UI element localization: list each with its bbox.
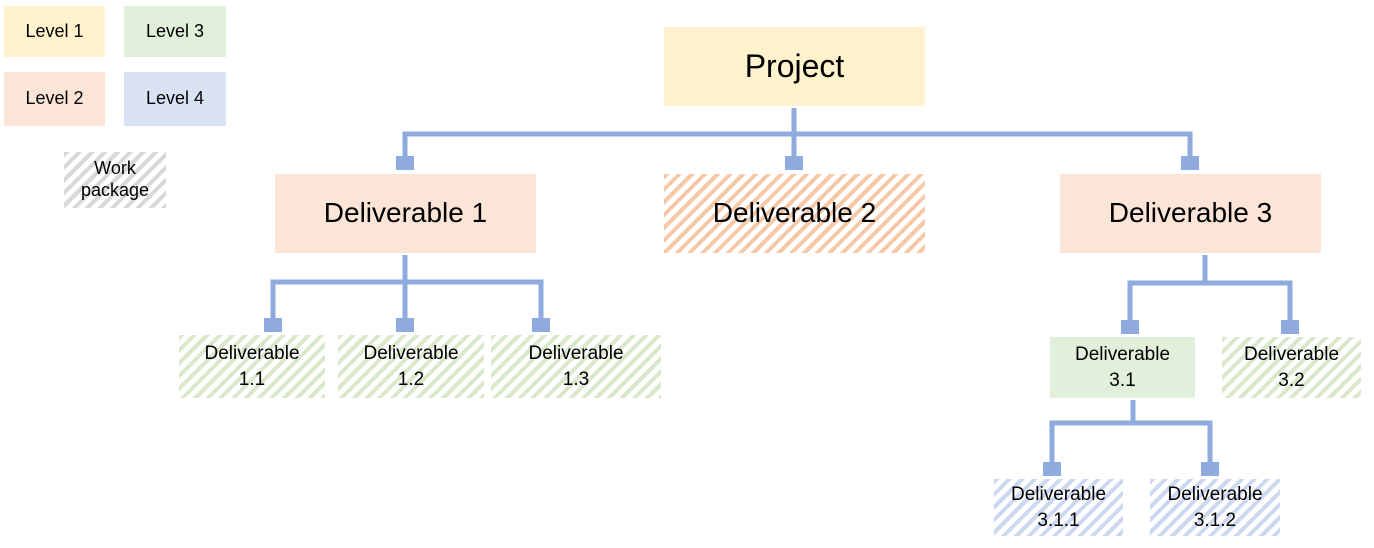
- connector-d1-d13: [402, 255, 541, 320]
- line2: 1.3: [562, 368, 590, 390]
- connector-project-deliverable3: [791, 108, 1190, 158]
- node-deliverable-3-1-2: Deliverable 3.1.2: [1148, 477, 1282, 538]
- legend-level4-label: Level 4: [145, 88, 205, 109]
- node-project: Project: [662, 25, 927, 108]
- node-deliverable-3-2: Deliverable 3.2: [1220, 335, 1363, 400]
- line1: Deliverable: [363, 342, 459, 364]
- node-deliverable-3-1-1: Deliverable 3.1.1: [992, 477, 1125, 538]
- legend-level4-swatch: Level 4: [122, 70, 228, 128]
- connector-d31-d311: [1052, 400, 1136, 464]
- line2: 3.2: [1278, 369, 1305, 391]
- line1: Deliverable: [1243, 343, 1340, 365]
- connector-d3-d31: [1130, 255, 1208, 322]
- connector-d31-d312: [1130, 400, 1210, 464]
- legend-level3-label: Level 3: [145, 20, 205, 41]
- node-deliverable-2: Deliverable 2: [662, 172, 927, 255]
- legend-level2-swatch: Level 2: [2, 70, 107, 128]
- connector-project-deliverable1: [405, 108, 797, 158]
- line1: Deliverable: [528, 342, 624, 364]
- node-deliverable-1-label: Deliverable 1: [323, 197, 488, 229]
- line1: Deliverable: [204, 342, 300, 364]
- legend-level1-label: Level 1: [25, 20, 84, 41]
- connector-d3-d32: [1202, 255, 1290, 322]
- line2: 3.1.2: [1193, 509, 1237, 531]
- node-deliverable-3-1-2-label: Deliverable 3.1.2: [1167, 482, 1262, 533]
- node-deliverable-1-3-label: Deliverable 1.3: [528, 341, 623, 392]
- node-deliverable-3-label: Deliverable 3: [1108, 197, 1273, 229]
- line2: 1.2: [397, 368, 425, 390]
- line2: 1.1: [238, 368, 266, 390]
- node-deliverable-3-2-label: Deliverable 3.2: [1244, 342, 1339, 393]
- line2: 3.1.1: [1037, 509, 1080, 531]
- line1: Deliverable: [1074, 343, 1171, 365]
- node-deliverable-1: Deliverable 1: [273, 172, 538, 255]
- node-project-label: Project: [744, 47, 845, 84]
- node-deliverable-2-label: Deliverable 2: [712, 197, 877, 229]
- legend-work-package-label: Work package: [80, 158, 150, 200]
- node-deliverable-1-2: Deliverable 1.2: [336, 333, 486, 400]
- legend-level2-label: Level 2: [25, 88, 84, 109]
- node-deliverable-3-1-label: Deliverable 3.1: [1075, 342, 1170, 393]
- node-deliverable-3-1: Deliverable 3.1: [1048, 335, 1197, 400]
- line1: Deliverable: [1167, 483, 1263, 505]
- node-deliverable-3-1-1-label: Deliverable 3.1.1: [1011, 482, 1106, 533]
- node-deliverable-1-2-label: Deliverable 1.2: [363, 341, 458, 392]
- node-deliverable-1-3: Deliverable 1.3: [489, 333, 663, 400]
- connector-d1-d11: [273, 255, 408, 320]
- line1: Deliverable: [1010, 483, 1107, 505]
- node-deliverable-3: Deliverable 3: [1058, 172, 1323, 255]
- line2: 3.1: [1109, 369, 1136, 391]
- legend-level1-swatch: Level 1: [2, 4, 107, 59]
- node-deliverable-1-1-label: Deliverable 1.1: [204, 341, 299, 392]
- legend-work-package-swatch: Work package: [62, 150, 168, 210]
- node-deliverable-1-1: Deliverable 1.1: [177, 333, 327, 400]
- legend-level3-swatch: Level 3: [122, 4, 228, 59]
